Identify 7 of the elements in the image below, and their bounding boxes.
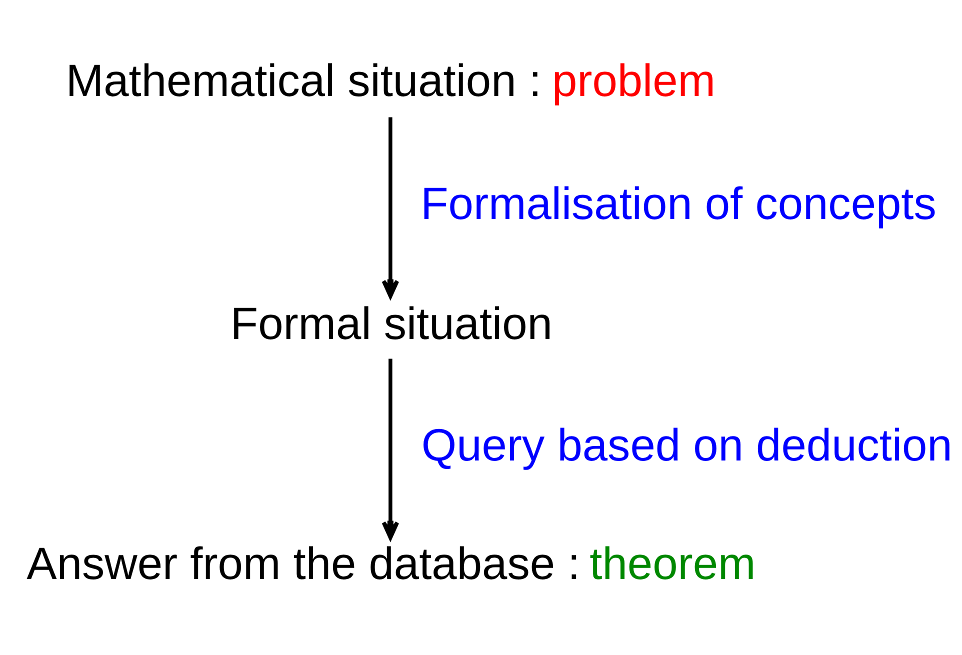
edge-label: Query based on deduction <box>421 419 952 470</box>
node-text: Answer from the database : theorem <box>26 538 756 589</box>
arrow <box>382 358 400 540</box>
arrow <box>382 117 400 298</box>
edge-label: Formalisation of concepts <box>420 178 936 229</box>
node-text: Formal situation <box>230 298 552 349</box>
node-text: Mathematical situation : problem <box>66 54 716 106</box>
